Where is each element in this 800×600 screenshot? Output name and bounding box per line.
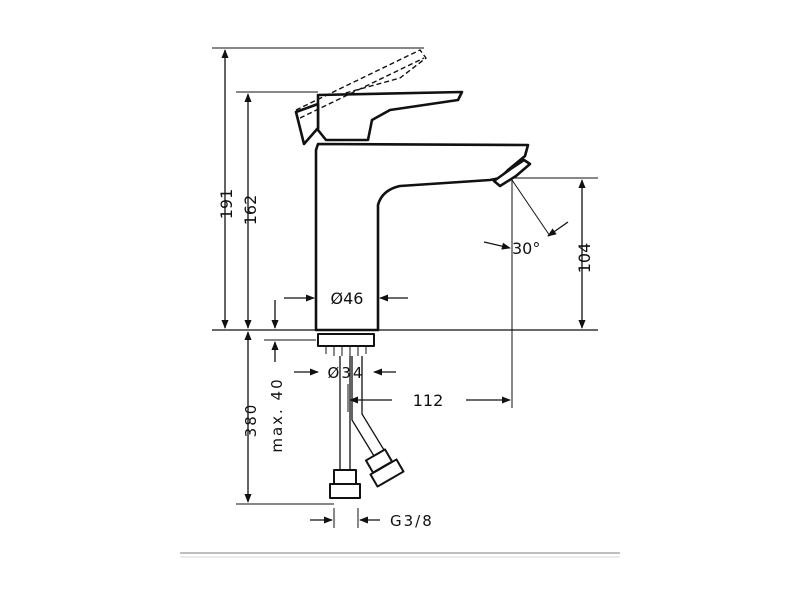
dim-hose-length: 380 xyxy=(236,331,334,505)
label-diameter-46: Ø46 xyxy=(331,289,364,308)
dim-angle: 30° xyxy=(483,179,569,408)
label-max-40: max. 40 xyxy=(268,377,286,452)
dim-total-height: 191 xyxy=(212,47,424,329)
label-g3-8: G3/8 xyxy=(390,512,434,530)
dim-spout-clearance: 104 xyxy=(514,177,598,329)
dim-reach: 112 xyxy=(347,384,511,412)
dim-spout-height: 162 xyxy=(236,91,318,329)
footer-rule xyxy=(180,552,620,558)
label-191: 191 xyxy=(217,189,236,220)
fixing-nut xyxy=(317,333,375,356)
label-diameter-34: Ø34 xyxy=(328,364,365,382)
label-104: 104 xyxy=(575,243,594,274)
dim-base-diameter: Ø46 xyxy=(284,289,408,308)
dim-hole-diameter: Ø34 xyxy=(294,364,396,382)
hoses xyxy=(329,356,405,499)
label-112: 112 xyxy=(413,391,444,410)
label-30-degrees: 30° xyxy=(512,239,540,258)
dim-max-thickness: max. 40 xyxy=(264,300,316,453)
dim-thread: G3/8 xyxy=(310,508,434,530)
label-380: 380 xyxy=(242,403,260,438)
faucet-body xyxy=(294,49,532,332)
label-162: 162 xyxy=(241,195,260,226)
